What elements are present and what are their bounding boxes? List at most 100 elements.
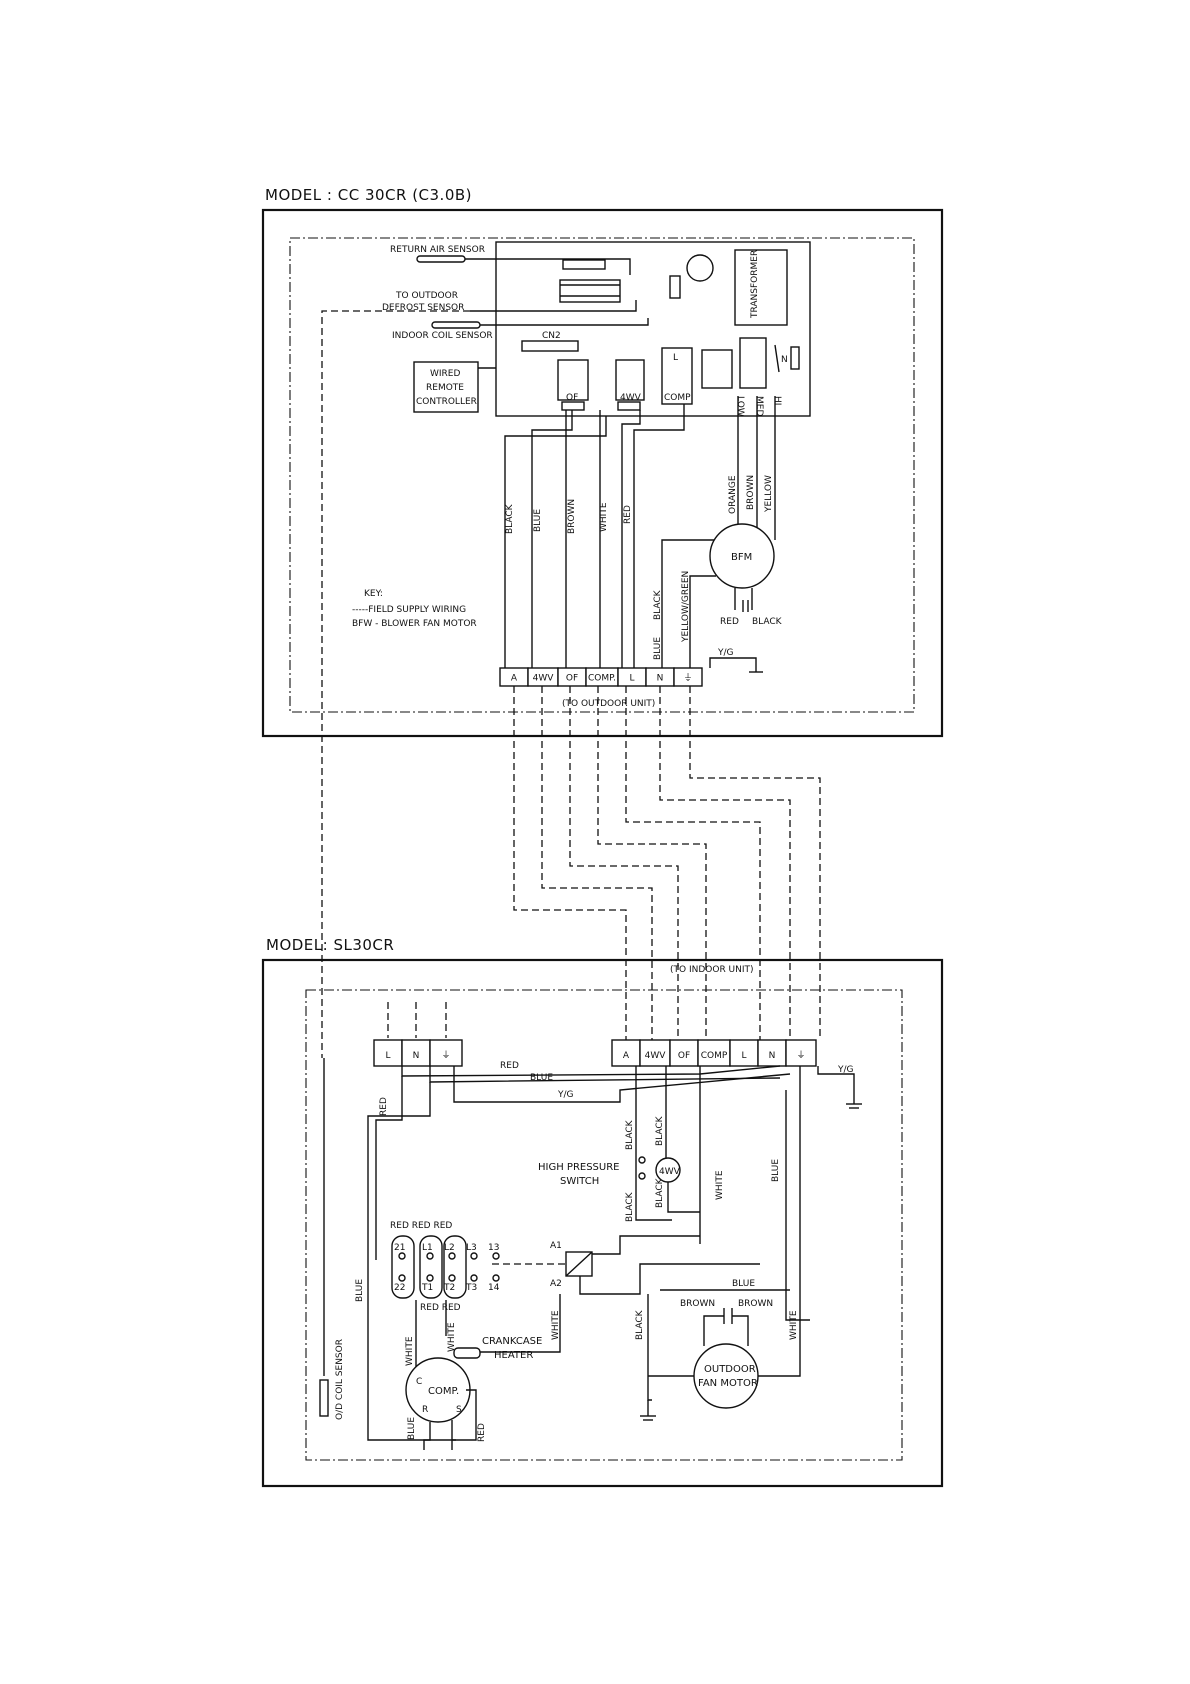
indoor-coil-sensor-label: INDOOR COIL SENSOR — [392, 331, 493, 341]
comp-c: C — [416, 1377, 422, 1387]
outdoor-model-title: MODEL: SL30CR — [266, 936, 394, 954]
outdoor-inner-frame — [305, 989, 903, 1461]
indoor-terminal-label: N — [657, 674, 664, 684]
contact-bottom — [492, 1274, 500, 1282]
key-bfw: BFW - BLOWER FAN MOTOR — [352, 619, 477, 629]
contact-top — [470, 1252, 478, 1260]
indoor-terminal-label: OF — [566, 674, 578, 684]
wire-black2: BLACK — [653, 589, 663, 620]
hi-label: HI — [772, 396, 782, 405]
black-fan: BLACK — [635, 1309, 645, 1340]
outdoor-blue: BLUE — [530, 1073, 553, 1083]
chip-ic — [559, 279, 621, 303]
to-outdoor-label-1: TO OUTDOOR — [395, 291, 458, 301]
a2-label: A2 — [550, 1279, 562, 1289]
comp-label: COMP. — [428, 1386, 459, 1397]
brown-1: BROWN — [680, 1299, 715, 1309]
4wv-coil-label: 4WV — [659, 1167, 681, 1177]
contact-bottom — [470, 1274, 478, 1282]
red-red-red: RED RED RED — [390, 1221, 452, 1231]
to-outdoor-unit: (TO OUTDOOR UNIT) — [562, 699, 655, 709]
white-vertical: WHITE — [715, 1170, 725, 1200]
comp-s: S — [456, 1405, 462, 1415]
outdoor-fan-label-2: FAN MOTOR — [698, 1378, 758, 1389]
key-title: KEY: — [364, 589, 383, 599]
bfm-red: RED — [720, 617, 739, 627]
blue-vertical: BLUE — [771, 1159, 781, 1182]
od-coil-sensor-icon — [319, 1379, 329, 1417]
contact-bottom-label: 14 — [488, 1283, 500, 1293]
low-label: LOW — [735, 396, 745, 417]
indoor-terminal-label: A — [511, 674, 518, 684]
capacitor-box — [701, 349, 733, 389]
outdoor-terminal-label: ⏚ — [796, 1050, 805, 1061]
wired-label-3: CONTROLLER — [416, 397, 477, 407]
blue-right-label: BLUE — [732, 1279, 755, 1289]
med-label: MED — [754, 396, 764, 416]
hps-label-2: SWITCH — [560, 1176, 599, 1187]
contact-bottom — [448, 1274, 456, 1282]
power-terminal-label: L — [385, 1051, 390, 1061]
transformer-label: TRANSFORMER — [750, 250, 760, 319]
outdoor-terminal-cell — [785, 1039, 817, 1067]
4wv-tab — [617, 401, 641, 411]
outdoor-terminal-label: A — [623, 1051, 630, 1061]
od-coil-sensor-label: O/D COIL SENSOR — [335, 1339, 345, 1420]
contact-bottom — [426, 1274, 434, 1282]
contact-top — [448, 1252, 456, 1260]
bfm-label: BFM — [731, 552, 752, 563]
outdoor-terminal-label: OF — [678, 1051, 690, 1061]
return-air-sensor-label: RETURN AIR SENSOR — [390, 245, 485, 255]
outdoor-terminal-cell — [757, 1039, 787, 1067]
indoor-inner-frame — [289, 237, 915, 713]
contact-top — [398, 1252, 406, 1260]
blower-fan-motor — [709, 523, 775, 589]
indoor-terminal-label: ⏚ — [683, 673, 692, 684]
outdoor-terminal-cell — [669, 1039, 699, 1067]
wire-brown: BROWN — [567, 499, 577, 534]
contact-top-label: L3 — [466, 1243, 477, 1253]
hps-contact-top — [638, 1156, 646, 1164]
relay-l-label: L — [673, 353, 678, 363]
white-fan: WHITE — [789, 1310, 799, 1340]
hps-contact-bottom — [638, 1172, 646, 1180]
to-outdoor-label-2: DEFROST SENSOR — [382, 303, 464, 313]
wired-label-2: REMOTE — [426, 383, 464, 393]
4wv-label: 4WV — [620, 393, 642, 403]
contact-top — [426, 1252, 434, 1260]
fuse — [669, 275, 681, 299]
wire-blue: BLUE — [533, 509, 543, 532]
contact-bottom-label: T3 — [465, 1283, 477, 1293]
contactor-pole — [443, 1235, 467, 1299]
white-comp2: WHITE — [447, 1322, 457, 1352]
wired-label-1: WIRED — [430, 369, 460, 379]
indoor-model-title: MODEL : CC 30CR (C3.0B) — [265, 186, 472, 204]
black-4: BLACK — [655, 1177, 665, 1208]
black-2: BLACK — [655, 1115, 665, 1146]
contactor-pole — [419, 1235, 443, 1299]
white-comp: WHITE — [405, 1336, 415, 1366]
wire-red: RED — [623, 505, 633, 524]
indoor-terminal-cell — [673, 667, 703, 687]
blue-comp: BLUE — [407, 1417, 417, 1440]
black-1: BLACK — [625, 1119, 635, 1150]
power-terminal-label: ⏚ — [441, 1050, 450, 1061]
contact-top-label: 21 — [394, 1243, 405, 1253]
contact-bottom — [398, 1274, 406, 1282]
contact-bottom-label: 22 — [394, 1283, 405, 1293]
transformer — [734, 249, 788, 326]
outdoor-yg2: Y/G — [837, 1065, 854, 1075]
buzzer — [686, 254, 714, 282]
wire-white: WHITE — [599, 502, 609, 532]
power-terminal-cell — [429, 1039, 463, 1067]
a1-label: A1 — [550, 1241, 562, 1251]
hps-label-1: HIGH PRESSURE — [538, 1162, 620, 1173]
to-indoor-unit: (TO INDOOR UNIT) — [670, 965, 754, 975]
fan-relay — [739, 337, 767, 389]
white-mid: WHITE — [551, 1310, 561, 1340]
outdoor-yg: Y/G — [557, 1090, 574, 1100]
crankcase-label-1: CRANKCASE — [482, 1336, 542, 1347]
relay-comp-label: COMP — [664, 393, 691, 403]
indoor-terminal-label: 4WV — [533, 674, 555, 684]
